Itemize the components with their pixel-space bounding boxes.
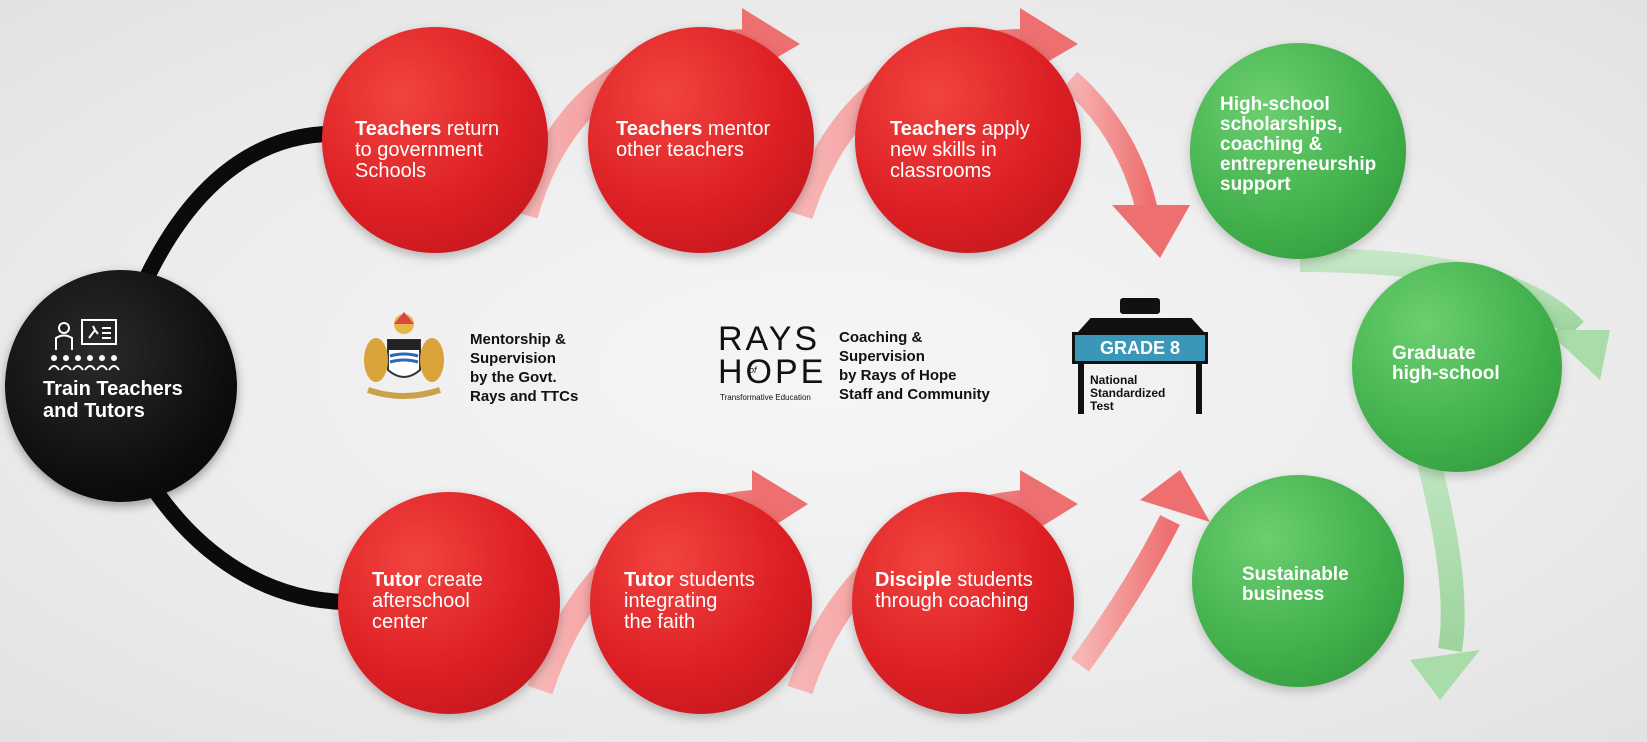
arrow-top-3-head (1112, 205, 1190, 258)
outcome-scholarships-text: High-school scholarships, coaching & ent… (1220, 94, 1377, 195)
arrow-green-2-head (1410, 650, 1480, 700)
grade-caption: National Standardized Test (1090, 373, 1166, 413)
desk-leg-right (1196, 364, 1202, 414)
start-label: Train Teachers and Tutors (43, 378, 183, 422)
step-tutor-create: Tutor create afterschool center (338, 492, 560, 714)
step-teachers-apply: Teachers apply new skills in classrooms (855, 27, 1081, 253)
start-node: Train Teachers and Tutors (5, 270, 237, 502)
outcome-business: Sustainable business (1192, 475, 1404, 687)
desk-top-block (1120, 298, 1160, 314)
step-tutor-create-text: Tutor create afterschool center (372, 569, 483, 633)
arrow-bottom-3 (1071, 515, 1180, 672)
step-teachers-return-text: Teachers return to government Schools (355, 118, 500, 182)
arrow-bottom-3-head (1140, 470, 1210, 522)
step-teachers-mentor: Teachers mentor other teachers (588, 27, 814, 253)
rays-of-hope-logo: RAYS HOPE of Transformative Education (718, 320, 827, 402)
grade-banner: GRADE 8 (1072, 332, 1208, 364)
outcome-scholarships: High-school scholarships, coaching & ent… (1190, 43, 1406, 259)
govt-caption: Mentorship & Supervision by the Govt. Ra… (470, 331, 579, 405)
arrow-top-3 (1062, 71, 1161, 228)
step-disciple-students-text: Disciple students through coaching (875, 569, 1033, 612)
outcome-business-text: Sustainable business (1242, 564, 1349, 605)
exam-desk-icon: GRADE 8 National Standardized Test (1070, 298, 1212, 416)
desk-leg-left (1078, 364, 1084, 414)
rays-caption: Coaching & Supervision by Rays of Hope S… (839, 329, 990, 403)
connector-bottom-black (140, 472, 353, 610)
classroom-teacher-icon (48, 319, 120, 371)
step-disciple-students: Disciple students through coaching (852, 492, 1074, 714)
connector-top-black (140, 125, 353, 283)
outcome-graduate-text: Graduate high-school (1392, 343, 1500, 384)
malawi-coat-of-arms-icon (364, 312, 444, 399)
step-tutor-students: Tutor students integrating the faith (590, 492, 812, 714)
outcome-graduate: Graduate high-school (1352, 262, 1562, 472)
step-teachers-return: Teachers return to government Schools (322, 27, 548, 253)
step-teachers-mentor-text: Teachers mentor other teachers (616, 118, 771, 161)
step-teachers-apply-text: Teachers apply new skills in classrooms (890, 118, 1030, 182)
step-tutor-students-text: Tutor students integrating the faith (624, 569, 755, 633)
desk-surface (1078, 318, 1204, 332)
arrow-green-1-head (1546, 330, 1610, 380)
